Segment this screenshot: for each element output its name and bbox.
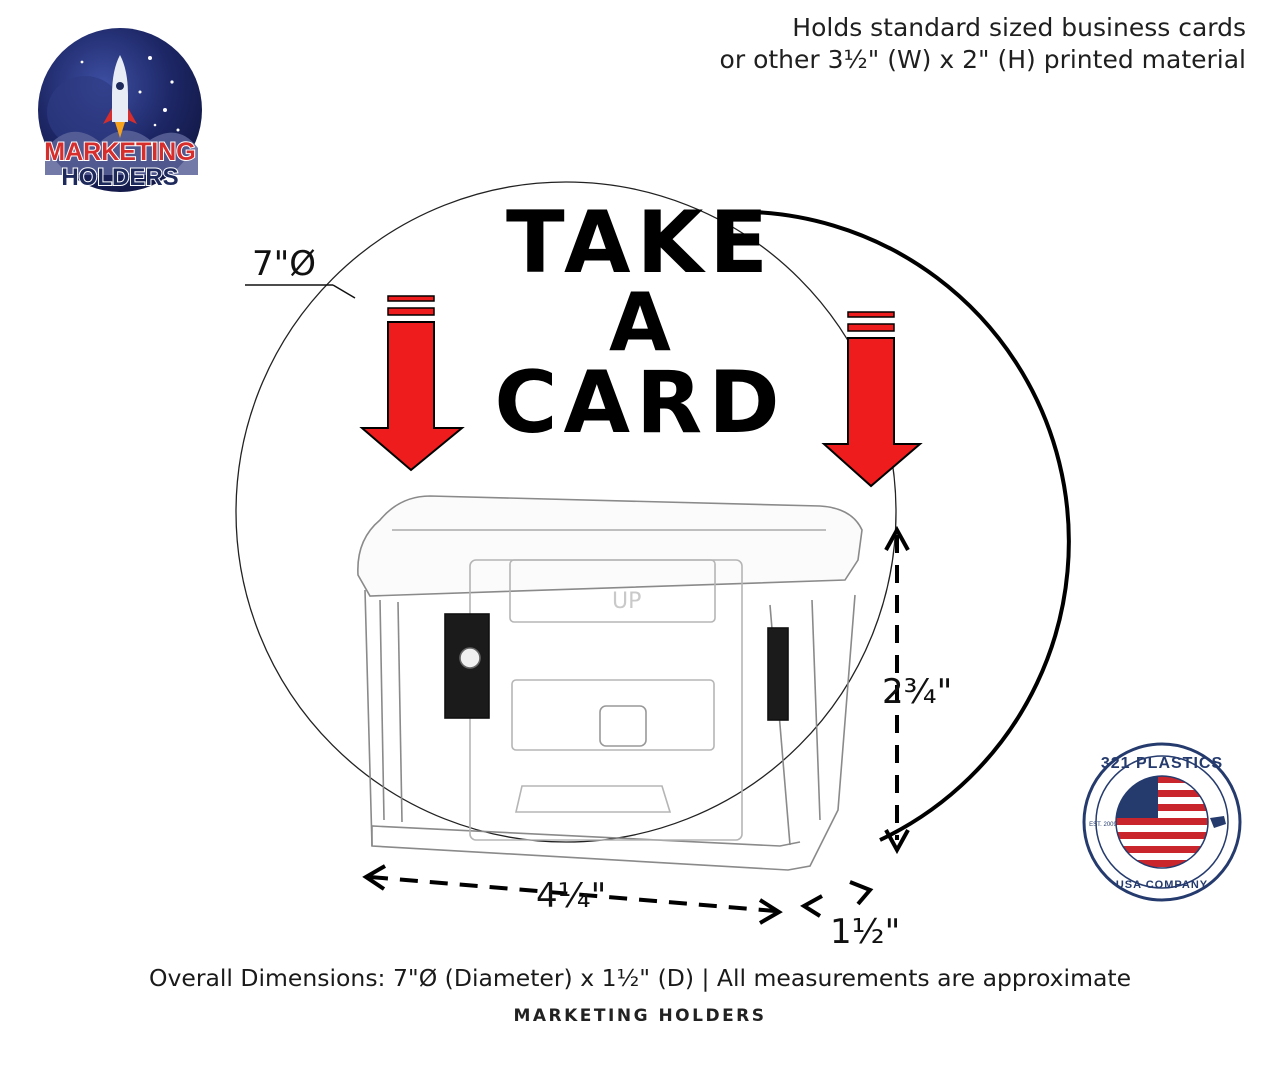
sign-word-a: A <box>609 276 671 369</box>
sign-edge <box>724 209 1071 842</box>
rocket-icon <box>103 55 137 138</box>
badge-brand: 321 PLASTICS <box>1101 755 1223 772</box>
left-down-arrow-icon <box>359 295 465 472</box>
logo-line2: HOLDERS <box>61 164 178 191</box>
header-note-line1: Holds standard sized business cards <box>792 13 1246 42</box>
card-holder-box: UP <box>357 495 863 871</box>
right-down-arrow-icon <box>821 311 923 488</box>
footer-dimensions: Overall Dimensions: 7"Ø (Diameter) x 1½"… <box>148 964 1132 992</box>
sign-outline <box>235 181 897 843</box>
height-dimension-line <box>884 525 910 855</box>
badge-sub: USA COMPANY <box>1116 879 1208 891</box>
product-illustration: MARKETING HOLDERS TAKE A CARD <box>38 28 1242 925</box>
321-plastics-badge: 321 PLASTICS USA COMPANY EST. 2009 <box>1082 742 1242 902</box>
sign-word-card: CARD <box>494 353 785 453</box>
sign-word-take: TAKE <box>506 193 774 293</box>
usa-map-icon <box>1210 816 1226 828</box>
depth-label: 1½" <box>830 912 901 952</box>
footer-brand: MARKETING HOLDERS <box>513 1006 767 1026</box>
svg-text:UP: UP <box>612 589 641 614</box>
diameter-label: 7"Ø <box>252 244 317 284</box>
width-label: 4¼" <box>536 876 607 916</box>
header-note: Holds standard sized business cards or o… <box>720 12 1246 76</box>
header-note-line2: or other 3½" (W) x 2" (H) printed materi… <box>719 45 1246 74</box>
logo-line1: MARKETING <box>44 138 195 166</box>
width-dimension-line <box>362 864 783 925</box>
badge-est: EST. 2009 <box>1089 822 1117 828</box>
marketing-holders-logo: MARKETING HOLDERS <box>38 28 202 192</box>
height-label: 2¾" <box>882 672 953 712</box>
depth-chevrons <box>800 880 874 918</box>
